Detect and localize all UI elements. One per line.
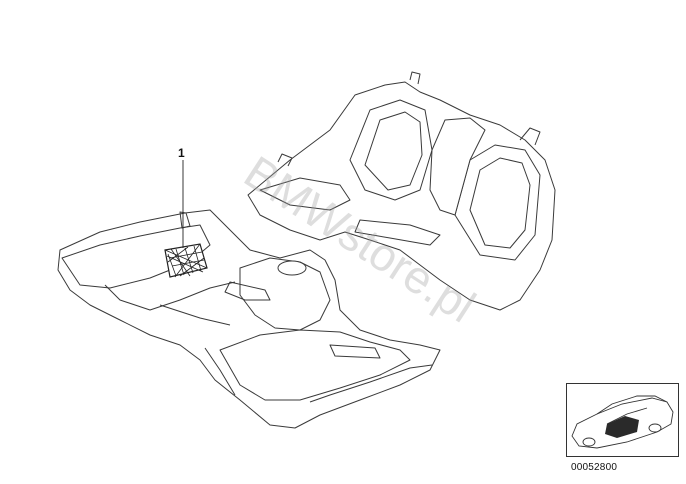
rear-seat-right	[454, 144, 541, 261]
callout-number-1: 1	[178, 146, 185, 160]
vehicle-thumbnail	[566, 383, 679, 457]
car-thumbnail-icon	[571, 395, 674, 449]
diagram-number: 00052800	[571, 462, 618, 473]
front-floor-section	[57, 209, 441, 429]
net-part	[164, 243, 208, 278]
